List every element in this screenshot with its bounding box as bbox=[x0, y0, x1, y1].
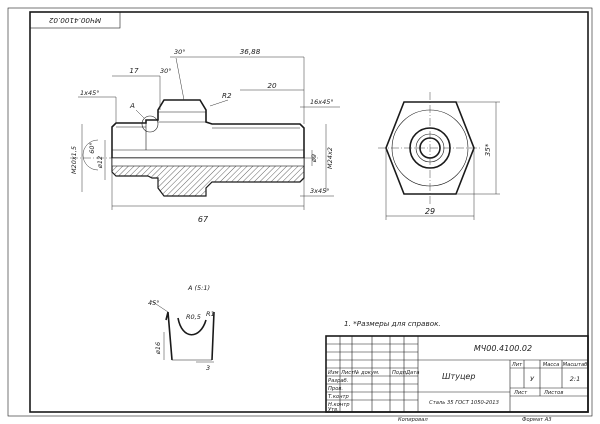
dim-36-88: 36,88 bbox=[240, 47, 261, 56]
tb-col-lit: Лит bbox=[511, 362, 523, 368]
tb-lit-value: У bbox=[530, 375, 535, 383]
tb-part-name: Штуцер bbox=[442, 372, 475, 381]
dim-29: 29 bbox=[425, 207, 435, 216]
detail-dia-16: ø16 bbox=[154, 342, 162, 355]
main-view-upper-outline bbox=[111, 99, 305, 158]
main-view-section-hatch bbox=[111, 157, 305, 197]
detail-r1: R1 bbox=[206, 310, 215, 318]
main-view: А 67 36,88 17 30° 30° 1x45° R2 20 16x45°… bbox=[70, 47, 340, 224]
tb-row-prov: Пров. bbox=[328, 386, 343, 392]
dim-angle-30-b: 30° bbox=[160, 67, 172, 75]
rotated-code-box bbox=[29, 11, 121, 29]
side-view: 35* 29 bbox=[378, 92, 500, 220]
dim-angle-30-a: 30° bbox=[174, 48, 186, 56]
detail-dim-3: 3 bbox=[206, 364, 210, 372]
dim-thread-m20: М20х1,5 bbox=[70, 146, 78, 174]
tb-hdr-izm: Изм bbox=[328, 370, 339, 376]
dim-chamfer-1x45: 1x45° bbox=[80, 89, 100, 97]
tb-hdr-ndokum: № докум. bbox=[353, 370, 380, 376]
tb-sheet-label: Лист bbox=[513, 390, 528, 396]
tb-hdr-podp: Подп. bbox=[392, 370, 408, 376]
tb-hdr-data: Дата bbox=[405, 370, 419, 376]
tb-col-scale: Масштаб bbox=[563, 362, 588, 368]
technical-note: 1. *Размеры для справок. bbox=[344, 319, 441, 328]
dim-chamfer-3x45: 3x45° bbox=[310, 187, 330, 195]
dim-35: 35* bbox=[483, 143, 492, 156]
sheet-inner-frame bbox=[29, 11, 589, 413]
label-a: А bbox=[129, 101, 135, 110]
detail-a-title: А (5:1) bbox=[187, 284, 210, 292]
tb-code: МЧ00.4100.02 bbox=[474, 344, 532, 353]
dim-67: 67 bbox=[198, 215, 209, 224]
tb-hdr-list: Лист bbox=[340, 370, 355, 376]
dim-dia-9: ø9 bbox=[310, 154, 318, 163]
tb-row-utv: Утв. bbox=[328, 407, 339, 413]
dim-thread-m24: М24х2 bbox=[326, 147, 334, 169]
hex-outer-circle bbox=[391, 109, 469, 187]
main-view-bore bbox=[111, 157, 305, 167]
tb-material: Сталь 35 ГОСТ 1050-2013 bbox=[429, 400, 499, 406]
tb-row-nkontr: Н.контр bbox=[328, 402, 350, 408]
detail-a-view: А (5:1) 45° R0,5 R1 ø16 3 bbox=[148, 284, 215, 372]
dim-radius-r2: R2 bbox=[222, 91, 232, 100]
dim-angle-60: 60° bbox=[88, 142, 96, 154]
dim-17: 17 bbox=[129, 66, 139, 75]
tb-scale-value: 2:1 bbox=[570, 375, 580, 383]
tb-row-razrab: Разраб. bbox=[328, 378, 348, 384]
title-block: МЧ00.4100.02 Штуцер Сталь 35 ГОСТ 1050-2… bbox=[325, 335, 589, 413]
detail-a-profile bbox=[165, 311, 215, 361]
detail-r05: R0,5 bbox=[186, 313, 201, 321]
detail-angle-45: 45° bbox=[148, 299, 160, 307]
hex-thread-circle bbox=[409, 127, 451, 169]
dim-20: 20 bbox=[267, 81, 277, 90]
dim-dia-12: ø12 bbox=[96, 156, 104, 169]
rotated-code-text: МЧ00.4100.02 bbox=[48, 16, 101, 25]
sheet-outer-border bbox=[7, 7, 593, 417]
footer-copy: Копировал bbox=[398, 417, 428, 423]
tb-col-mass: Масса bbox=[543, 362, 560, 368]
tb-sheets-label: Листов bbox=[543, 390, 563, 396]
hex-bore-circle bbox=[419, 137, 441, 159]
tb-row-tkontr: Т.контр bbox=[328, 394, 350, 400]
footer-format: Формат А3 bbox=[522, 417, 552, 423]
dim-chamfer-16x45: 16x45° bbox=[310, 98, 334, 106]
detail-a-circle bbox=[141, 115, 159, 133]
hex-inner-circle bbox=[415, 133, 445, 163]
